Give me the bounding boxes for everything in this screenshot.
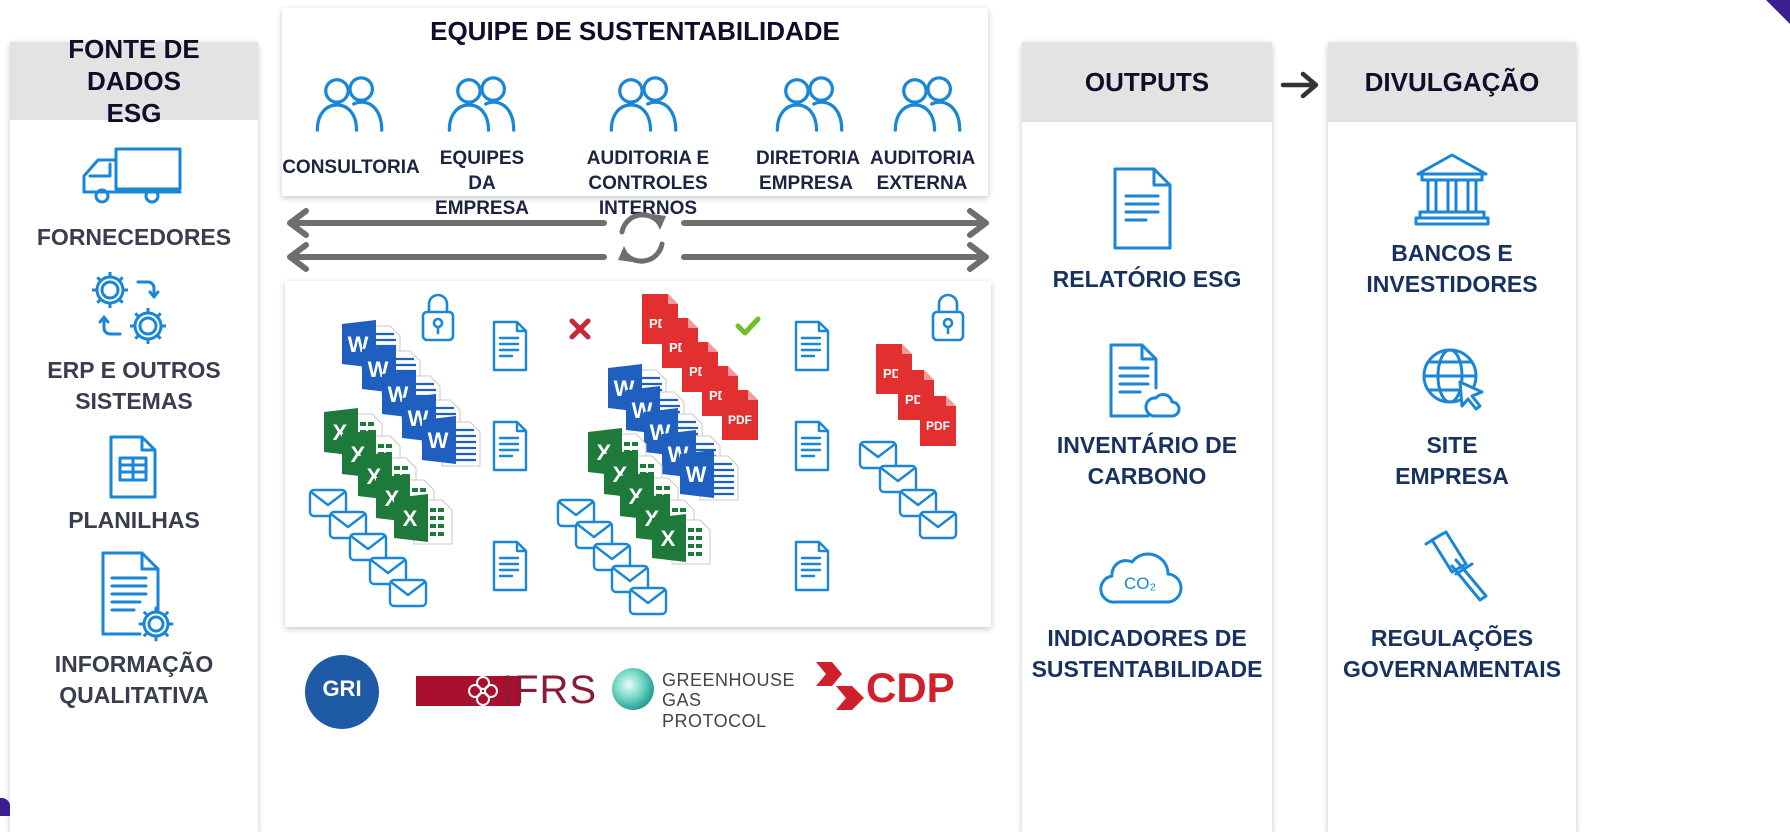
people-icon [444,76,520,132]
corner-accent [0,798,10,816]
sources-panel: FONTE DE DADOS ESG [10,34,258,832]
ghg-globe-icon [612,668,654,710]
mail-icon [388,578,428,608]
report-document-icon [1112,166,1174,257]
bank-icon [1414,152,1490,231]
disclosure-label-regulations: REGULAÇÕES GOVERNAMENTAIS [1342,625,1562,682]
truck-icon [80,146,184,211]
people-icon [606,76,682,132]
spreadsheet-icon [108,434,158,505]
output-label-carbon-inventory: INVENTÁRIO DE CARBONO [1056,432,1238,489]
corner-accent [1766,0,1790,24]
source-label-erp: ERP E OUTROS SISTEMAS [47,357,221,414]
team-label-board: DIRETORIA EMPRESA [756,148,861,194]
output-label-esg-report: RELATÓRIO ESG [1052,266,1242,292]
document-icon [794,420,830,472]
mail-icon [628,586,668,616]
arrow-right-icon [1280,71,1319,99]
sync-icon [618,212,666,264]
excel-file-icon [650,514,712,566]
cdp-mark-icon [816,662,864,710]
globe-cursor-icon [1420,346,1490,417]
excel-file-icon [392,494,454,546]
exchange-arrows [287,208,989,272]
disclosure-label-site: SITE EMPRESA [1395,432,1509,489]
lock-icon [930,292,966,342]
ifrs-logo: IFRS [416,668,596,712]
co2-label: CO₂ [1123,574,1157,593]
cross-icon [569,318,591,340]
document-icon [794,320,830,372]
document-cloud-icon [1108,342,1181,427]
source-label-spreadsheets: PLANILHAS [68,507,200,533]
team-label-company-teams: EQUIPES DA EMPRESA [435,148,529,219]
cdp-logo: CDP [812,658,968,714]
people-icon [312,76,388,132]
disclosure-header: DIVULGAÇÃO [1328,42,1576,122]
people-icon [772,76,848,132]
document-icon [492,420,528,472]
people-icon [890,76,966,132]
gears-sync-icon [86,268,174,355]
document-icon [492,540,528,592]
output-label-sustainability-indicators: INDICADORES DE SUSTENTABILIDADE [1031,625,1263,682]
word-file-icon [420,416,482,468]
team-label-external-audit: AUDITORIA EXTERNA [870,148,976,194]
co2-cloud-icon [1098,548,1183,611]
ifrs-flower-icon [468,676,498,706]
mail-icon [918,510,958,540]
gavel-icon [1416,530,1492,607]
team-label-internal-audit: AUDITORIA E CONTROLES INTERNOS [586,148,710,219]
lock-icon [420,292,456,342]
outputs-panel: OUTPUTS [1022,42,1272,832]
sources-header: FONTE DE DADOS ESG [10,34,258,128]
outputs-header: OUTPUTS [1022,42,1272,122]
document-gear-icon [100,550,176,647]
pdf-file-icon [918,394,958,448]
source-label-suppliers: FORNECEDORES [36,224,232,250]
disclosure-label-banks: BANCOS E INVESTIDORES [1366,240,1538,297]
team-header: EQUIPE DE SUSTENTABILIDADE [430,16,840,46]
document-icon [492,320,528,372]
document-icon [794,540,830,592]
ghg-protocol-logo: GREENHOUSE GAS PROTOCOL [612,668,795,731]
team-label-consulting: CONSULTORIA [282,157,420,178]
check-icon [735,316,761,336]
source-label-qualitative: INFORMAÇÃO QUALITATIVA [54,651,214,708]
pdf-file-icon [720,388,760,442]
gri-logo: GRI [305,655,379,729]
